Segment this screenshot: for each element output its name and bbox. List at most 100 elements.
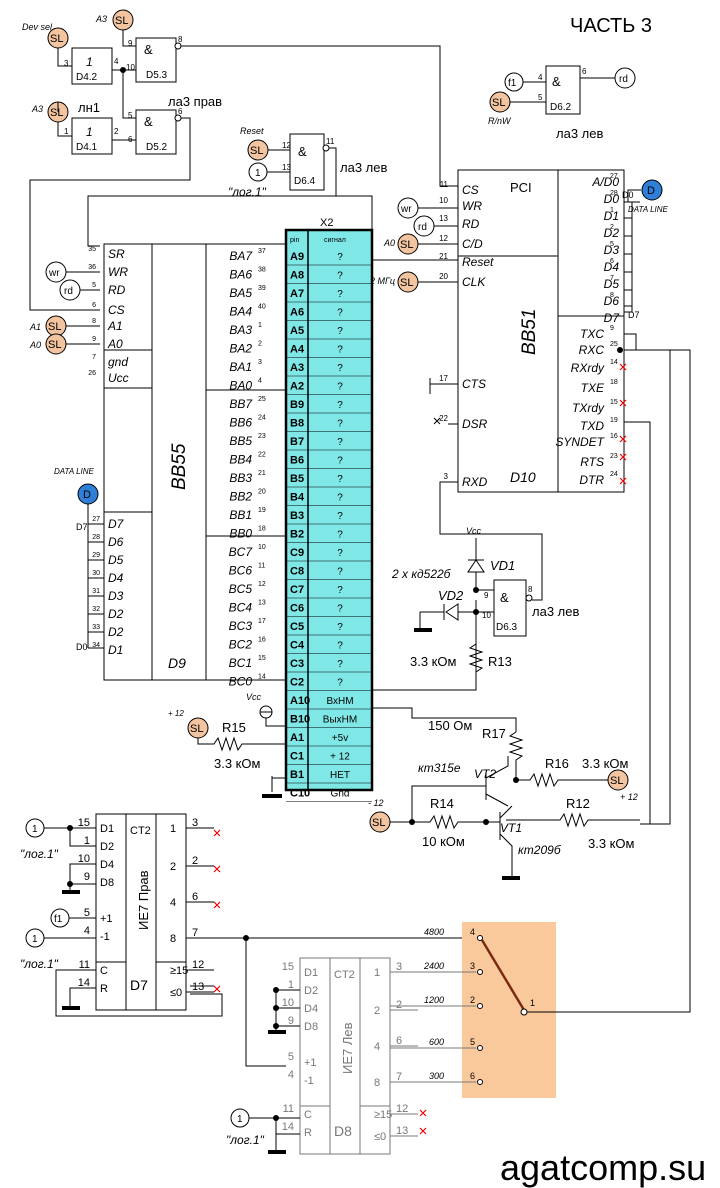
x2-signal: ? [337,604,343,615]
x2-pin: A3 [290,362,304,374]
d8-in-pin-number: 5 [288,1051,294,1063]
d10-pin-number: 13 [439,214,448,223]
d9-data-pin-number: 32 [92,606,100,613]
d10-right-signal: DTR [579,473,604,487]
x2-pin: A10 [290,695,310,707]
d9-pin-number: 6 [92,302,96,309]
x2-pin: C5 [290,621,304,633]
x2-signal: ? [337,585,343,596]
svg-text:10: 10 [126,63,135,72]
svg-text:R15: R15 [222,720,246,735]
d10-data-pin-number: 5 [610,241,614,248]
x2-pin: A2 [290,381,304,393]
switch-baud-label: 300 [429,1071,444,1081]
svg-text:8: 8 [178,35,183,44]
d10-pin-number: 3 [444,472,449,481]
svg-text:SL: SL [372,817,385,829]
sl-a1-d9: SL [45,315,67,337]
svg-text:SL: SL [48,339,61,351]
d10-data-signal: D6 [604,294,620,308]
svg-text:13: 13 [282,163,291,172]
svg-text:rd: rd [619,74,628,85]
d7-in-signal: +1 [100,913,113,925]
d10-right-signal: SYNDET [555,435,605,449]
sl-plus12-right: SL [607,769,629,791]
d9-port-signal: BA6 [229,268,252,282]
svg-text:A3: A3 [95,14,107,24]
x2-pin: C7 [290,584,304,596]
d10-right-pin-number: 24 [610,471,618,478]
x2-pin: C3 [290,658,304,670]
d9-port-signal: BB0 [229,527,252,541]
svg-text:SL: SL [50,107,63,119]
svg-text:2 МГц: 2 МГц [369,276,395,286]
x2-pin: B5 [290,473,304,485]
svg-text:R17: R17 [482,726,506,741]
d9-data-pin-number: 33 [92,624,100,631]
d9-port-pin-number: 20 [258,489,266,496]
sl-minus12: SL [369,811,391,833]
d9-port-pin-number: 14 [258,674,266,681]
d10-data-signal: D7 [604,311,621,325]
x2-pin: A4 [290,344,305,356]
d10-right-signal: RXrdy [571,361,605,375]
svg-text:6: 6 [582,67,587,76]
d10-pin-signal: CTS [462,377,486,391]
svg-text:R14: R14 [430,796,454,811]
d8-out-pin-number: 2 [396,999,402,1011]
svg-text:ВВ51: ВВ51 [519,309,540,355]
d10-pin-number: 10 [439,196,448,205]
d8-in-signal: D4 [304,1003,318,1015]
d9-pin-number: 35 [88,246,96,253]
switch-contact [477,969,483,975]
d9-port-pin-number: 22 [258,452,266,459]
d9-port-pin-number: 18 [258,526,266,533]
d9-port-signal: BB1 [229,508,252,522]
svg-text:1: 1 [86,125,93,139]
d10-data-signal: D3 [604,243,620,257]
svg-text:D7: D7 [628,310,640,320]
d9-port-signal: BA4 [229,305,252,319]
d10-data-pin-number: 6 [610,258,614,265]
svg-text:R/nW: R/nW [488,116,512,126]
d9-port-pin-number: 25 [258,396,266,403]
svg-text:R13: R13 [488,654,512,669]
d8-in-signal: +1 [304,1057,317,1069]
x2-signal: ? [337,548,343,559]
svg-text:2 x кд522б: 2 x кд522б [391,567,452,581]
svg-text:1: 1 [64,127,69,136]
svg-text:1: 1 [32,824,38,835]
x2-signal: ? [337,326,343,337]
d9-pin-number: 26 [88,370,96,377]
d10-pin-number: 11 [440,180,449,189]
x2-pin: B10 [290,714,310,726]
d8-out-signal: 2 [374,1005,380,1017]
sl-rnw: SL [489,91,511,113]
x2-pin: A6 [290,307,304,319]
svg-text:X2: X2 [320,217,333,229]
svg-text:10 кОм: 10 кОм [422,834,465,849]
x2-pin: B4 [290,492,305,504]
d7-out-signal: 4 [170,897,176,909]
svg-text:D10: D10 [510,469,536,485]
d9-pin-signal: CS [108,303,125,317]
d7-in-signal: D4 [100,859,114,871]
d10-pin-signal: RXD [462,475,488,489]
d9-port-signal: BB3 [229,471,252,485]
d9-port-signal: BB6 [229,416,252,430]
d9-pin-number: 8 [92,318,96,325]
d8-in-pin-number: 9 [288,1015,294,1027]
svg-text:D0: D0 [76,642,88,652]
x2-pin: B3 [290,510,304,522]
d9-data-signal: D2 [108,625,124,639]
d9-pin-number: 5 [92,282,96,289]
d9-data-pin-number: 29 [92,552,100,559]
d10-data-signal: D4 [604,260,620,274]
d7-in-pin-number: 1 [84,835,90,847]
x2-signal: ? [337,567,343,578]
svg-text:3.3 кОм: 3.3 кОм [588,836,634,851]
d8-in-pin-number: 1 [288,979,294,991]
